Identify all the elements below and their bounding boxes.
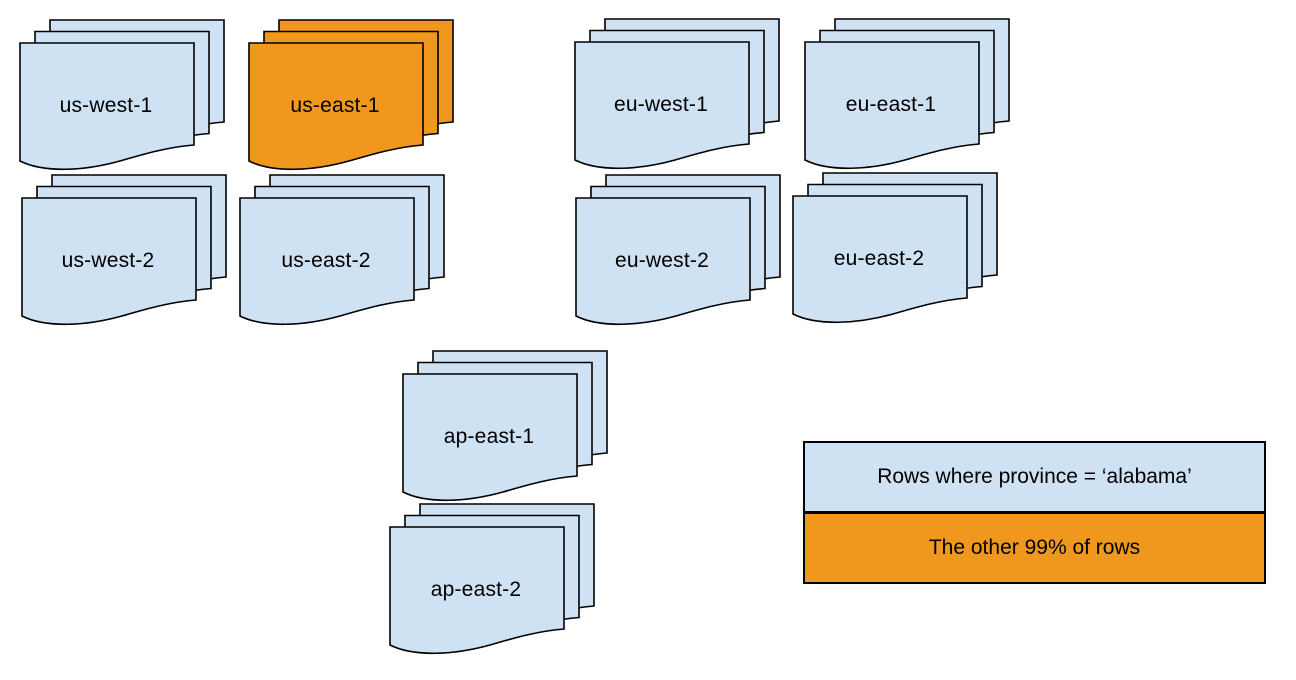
region-stack: eu-east-1 [804,18,1010,172]
region-stack: ap-east-1 [402,350,608,504]
region-label: us-east-2 [281,249,371,272]
region-label: eu-east-2 [833,247,925,270]
region-stack: eu-west-2 [575,174,781,328]
legend-item-label: The other 99% of rows [928,536,1141,559]
legend: Rows where province = ‘alabama’ The othe… [803,441,1266,584]
region-label: us-west-1 [59,94,153,117]
region-label: ap-east-2 [430,578,522,601]
region-label: ap-east-1 [443,425,535,448]
region-stack: eu-east-2 [792,172,998,326]
region-label: eu-west-1 [613,93,708,116]
region-stack: us-east-1 [248,19,454,173]
legend-item-label: Rows where province = ‘alabama’ [877,465,1192,488]
region-label: eu-west-2 [614,249,709,272]
region-label: us-west-2 [61,249,155,272]
region-stack: us-east-2 [239,174,445,328]
region-stack: us-west-2 [21,174,227,328]
legend-item-alabama-rows: Rows where province = ‘alabama’ [805,443,1264,514]
region-stack: eu-west-1 [574,18,780,172]
region-label: eu-east-1 [845,93,937,116]
legend-item-other-rows: The other 99% of rows [805,514,1264,582]
region-stack: us-west-1 [19,19,225,173]
region-stack: ap-east-2 [389,503,595,657]
region-label: us-east-1 [290,94,380,117]
